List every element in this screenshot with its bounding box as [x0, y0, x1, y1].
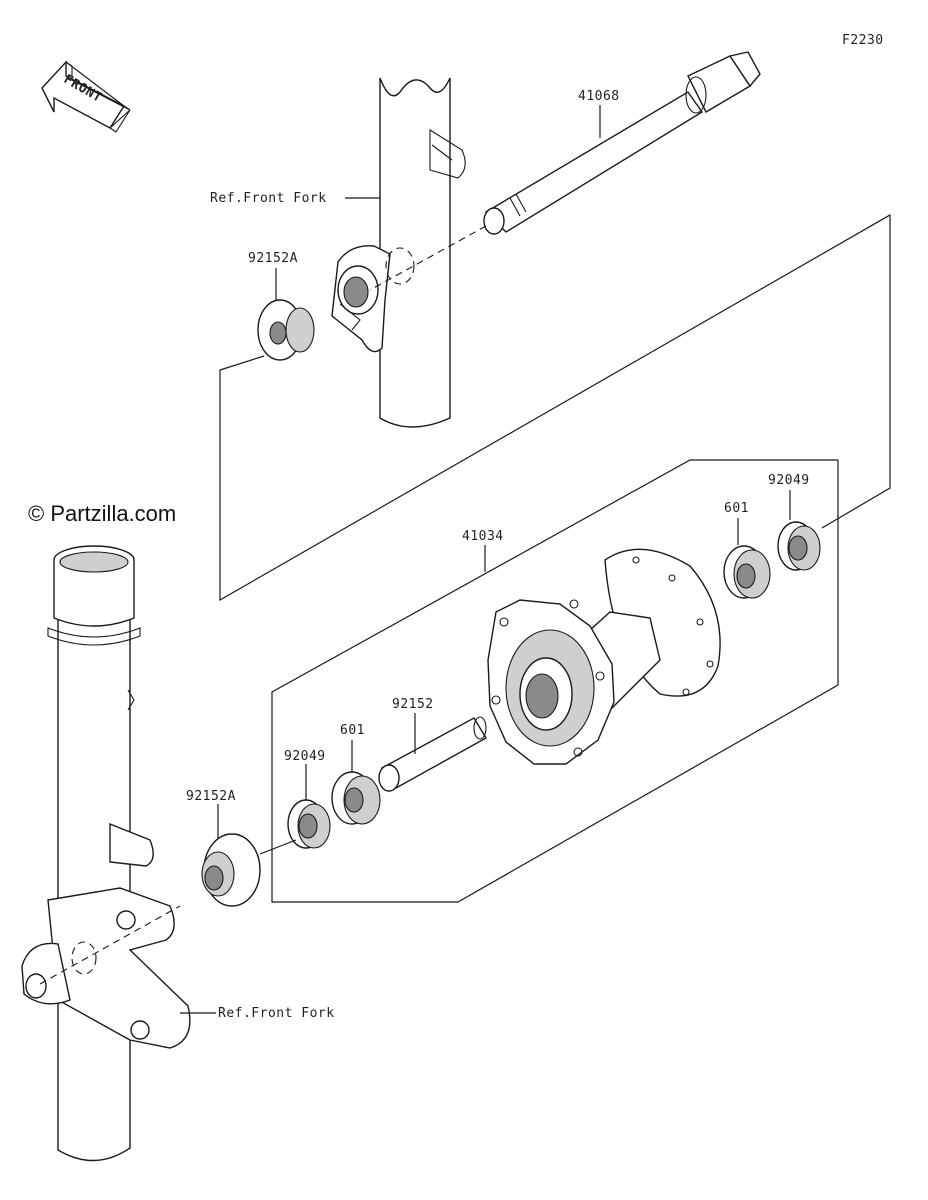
ref-front-fork-lower-label: Ref.Front Fork [218, 1006, 335, 1021]
ref-front-fork-upper-label: Ref.Front Fork [210, 191, 327, 206]
spacer-collar [378, 716, 487, 792]
bearing-left-part-number: 601 [340, 723, 365, 738]
collar-left [201, 833, 261, 907]
copyright-text: © Partzilla.com [28, 501, 176, 526]
axle-part-number: 41068 [578, 89, 620, 104]
seal-left [287, 799, 331, 849]
wheel-hub [487, 548, 721, 765]
bearing-left [331, 771, 381, 825]
front-axle [483, 51, 761, 235]
hub-part-number: 41034 [462, 529, 504, 544]
collar-right [257, 299, 315, 361]
seal-left-part-number: 92049 [284, 749, 326, 764]
collar-right-part-number: 92152A [248, 251, 298, 266]
front-arrow-icon: FRONT [41, 60, 131, 133]
bearing-right [723, 545, 771, 599]
bearing-right-part-number: 601 [724, 501, 749, 516]
figure-code: F2230 [842, 33, 884, 48]
front-fork-lower [21, 545, 191, 1162]
collar-left-part-number: 92152A [186, 789, 236, 804]
front-fork-upper [331, 77, 466, 428]
seal-right-part-number: 92049 [768, 473, 810, 488]
seal-right [777, 521, 821, 571]
spacer-part-number: 92152 [392, 697, 434, 712]
